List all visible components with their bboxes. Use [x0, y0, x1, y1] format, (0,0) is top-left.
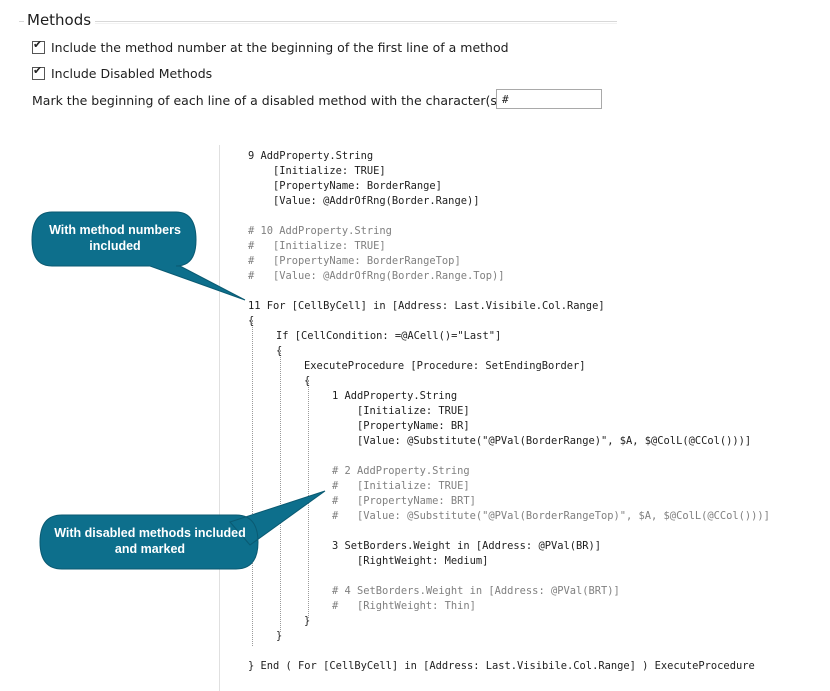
callout-disabled-methods-bubble	[39, 490, 326, 570]
include-method-number-label: Include the method number at the beginni…	[51, 40, 509, 55]
code-line-disabled: # [RightWeight: Thin]	[332, 600, 476, 612]
callout-method-numbers-text: With method numbers included	[49, 223, 181, 253]
code-line-disabled: # [Initialize: TRUE]	[248, 240, 386, 252]
code-line: ExecuteProcedure [Procedure: SetEndingBo…	[304, 360, 586, 372]
group-title: Methods	[27, 11, 92, 29]
indent-guide-if	[280, 350, 281, 632]
include-method-number-checkbox[interactable]	[32, 38, 45, 54]
group-divider	[95, 21, 617, 22]
mark-chars-label: Mark the beginning of each line of a dis…	[32, 93, 506, 108]
include-disabled-methods-option[interactable]: Include Disabled Methods	[32, 64, 213, 81]
code-line-disabled: # [Value: @Substitute("@PVal(BorderRange…	[332, 510, 770, 522]
code-line: [PropertyName: BorderRange]	[248, 180, 442, 192]
code-line: } End ( For [CellByCell] in [Address: La…	[248, 660, 755, 672]
code-line: {	[304, 375, 311, 387]
callout-method-numbers-bubble	[31, 211, 246, 301]
code-line: [Value: @Substitute("@PVal(BorderRange)"…	[332, 435, 752, 447]
include-method-number-option[interactable]: Include the method number at the beginni…	[32, 38, 509, 55]
code-line: 9 AddProperty.String	[248, 150, 374, 162]
code-line: {	[276, 345, 283, 357]
include-disabled-methods-checkbox[interactable]	[32, 64, 45, 80]
code-line: [Value: @AddrOfRng(Border.Range)]	[248, 195, 480, 207]
code-line: 1 AddProperty.String	[332, 390, 458, 402]
code-line: }	[304, 615, 311, 627]
code-line-disabled: # 2 AddProperty.String	[332, 465, 470, 477]
code-line: If [CellCondition: =@ACell()="Last"]	[276, 330, 502, 342]
code-line-disabled: # 4 SetBorders.Weight in [Address: @PVal…	[332, 585, 620, 597]
code-line: 11 For [CellByCell] in [Address: Last.Vi…	[248, 300, 605, 312]
include-disabled-methods-label: Include Disabled Methods	[51, 66, 213, 81]
mark-chars-input[interactable]: #	[496, 89, 602, 109]
code-line-disabled: # [PropertyName: BorderRangeTop]	[248, 255, 461, 267]
code-sample-area	[219, 145, 830, 691]
group-border-left	[19, 21, 24, 22]
code-line: [Initialize: TRUE]	[248, 165, 386, 177]
code-line: [RightWeight: Medium]	[332, 555, 489, 567]
code-line-disabled: # [Value: @AddrOfRng(Border.Range.Top)]	[248, 270, 505, 282]
code-line: 3 SetBorders.Weight in [Address: @PVal(B…	[332, 540, 601, 552]
code-line: }	[276, 630, 283, 642]
code-line: [PropertyName: BR]	[332, 420, 470, 432]
code-line-disabled: # 10 AddProperty.String	[248, 225, 392, 237]
code-line: {	[248, 315, 255, 327]
group-divider-shadow	[95, 23, 617, 24]
indent-guide-for	[252, 320, 253, 646]
code-line: [Initialize: TRUE]	[332, 405, 470, 417]
callout-disabled-methods-text: With disabled methods included and marke…	[54, 526, 246, 556]
code-line-disabled: # [PropertyName: BRT]	[332, 495, 476, 507]
code-line-disabled: # [Initialize: TRUE]	[332, 480, 470, 492]
